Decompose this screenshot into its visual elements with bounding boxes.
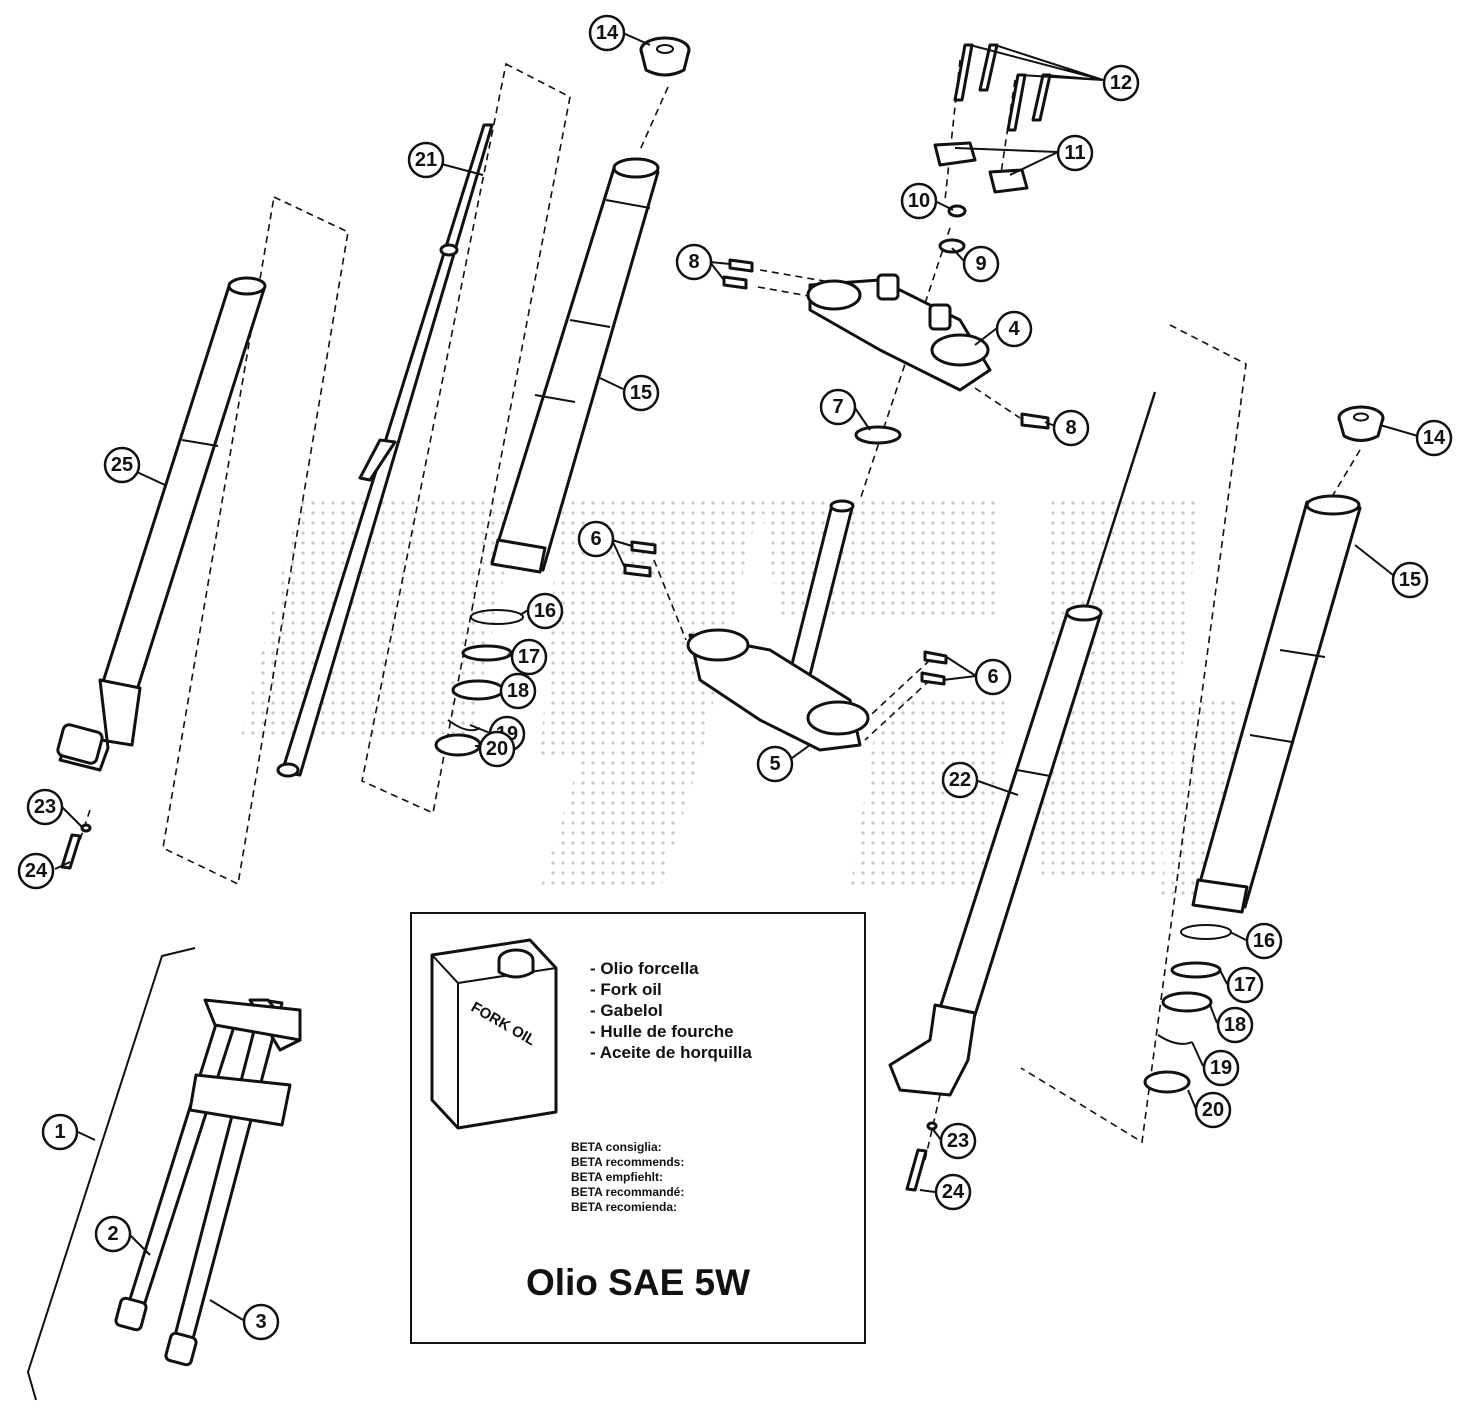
svg-text:16: 16 [1253,930,1275,952]
svg-text:16: 16 [534,600,556,622]
callout-23-left: 23 [26,788,64,826]
svg-text:9: 9 [975,253,986,275]
recommend-line: BETA recommandé: [571,1185,685,1199]
svg-text:20: 20 [486,738,508,760]
language-line: Hulle de fourche [590,1021,752,1042]
oil-can-illustration: FORK OIL [430,938,558,1130]
svg-text:1: 1 [54,1121,65,1143]
callout-10: 10 [900,182,938,220]
oil-specification: Olio SAE 5W [525,1262,751,1303]
svg-text:15: 15 [1399,569,1421,591]
svg-text:21: 21 [415,149,437,171]
fork-leg-right [888,391,1157,1097]
svg-text:23: 23 [34,796,56,818]
svg-text:18: 18 [507,680,529,702]
callout-14-top: 14 [588,14,626,52]
fork-cap-top-left [639,36,691,77]
language-line: Olio forcella [590,958,752,979]
lower-triple-clamp [686,499,870,752]
callout-17-right: 17 [1226,966,1264,1004]
svg-text:18: 18 [1224,1014,1246,1036]
callout-24-left: 24 [17,852,55,890]
svg-text:25: 25 [111,454,133,476]
fork-cap-right [1337,405,1385,442]
svg-text:24: 24 [25,860,48,882]
callout-6-left: 6 [577,520,615,558]
language-line: Gabelol [590,1000,752,1021]
svg-text:24: 24 [942,1181,965,1203]
callout-7: 7 [819,388,857,426]
callout-16-right: 16 [1245,922,1283,960]
fork-oil-info-box [410,912,866,1344]
svg-text:22: 22 [949,769,971,791]
callout-11: 11 [1056,134,1094,172]
svg-text:6: 6 [590,528,601,550]
outer-tube-left [490,157,660,574]
callout-8-top: 8 [675,243,713,281]
svg-text:3: 3 [255,1311,266,1333]
svg-text:15: 15 [630,382,652,404]
svg-text:12: 12 [1110,72,1132,94]
outer-tube-right [1191,494,1362,914]
callout-22: 22 [941,761,979,799]
svg-text:11: 11 [1064,142,1085,164]
recommend-line: BETA empfiehlt: [571,1170,663,1184]
seal-stack-right [1143,924,1232,1094]
callout-20-left: 20 [478,730,516,768]
assembly-outline [26,947,196,1401]
svg-text:8: 8 [1065,417,1076,439]
dashed-frames [79,59,1361,1161]
svg-text:14: 14 [1423,427,1446,449]
callout-18-left: 18 [499,672,537,710]
recommend-line: BETA consiglia: [571,1140,662,1154]
damper-rod [276,123,494,778]
svg-text:6: 6 [987,666,998,688]
svg-text:2: 2 [107,1223,118,1245]
callout-17-left: 17 [510,638,548,676]
svg-text:17: 17 [518,646,540,668]
svg-text:19: 19 [1210,1057,1232,1079]
callout-12: 12 [1102,64,1140,102]
svg-text:5: 5 [769,753,780,775]
svg-text:8: 8 [688,251,699,273]
leader-lines [54,32,1419,1321]
callout-18-right: 18 [1216,1006,1254,1044]
callout-21: 21 [407,141,445,179]
callout-2: 2 [94,1215,132,1253]
svg-text:4: 4 [1008,318,1020,340]
svg-text:20: 20 [1202,1099,1224,1121]
callout-3: 3 [242,1303,280,1341]
recommend-line: BETA recomienda: [571,1200,678,1214]
callout-8-right: 8 [1052,409,1090,447]
callout-23-right: 23 [939,1122,977,1160]
svg-text:23: 23 [947,1130,969,1152]
svg-text:10: 10 [908,190,930,212]
callout-6-right: 6 [974,658,1012,696]
upper-triple-clamp [806,273,992,392]
callout-9: 9 [962,245,1000,283]
callout-1: 1 [41,1113,79,1151]
fork-leg-left [56,276,267,772]
callout-4: 4 [995,310,1033,348]
recommend-line: BETA recommends: [571,1155,685,1169]
svg-text:14: 14 [596,22,619,44]
callout-20-right: 20 [1194,1091,1232,1129]
callout-19-right: 19 [1202,1049,1240,1087]
callout-15-right: 15 [1391,561,1429,599]
assembled-fork [114,998,302,1367]
callout-14-right: 14 [1415,419,1453,457]
language-line: Aceite de horquilla [590,1042,752,1063]
fork-oil-languages: Olio forcella Fork oil Gabelol Hulle de … [590,958,752,1063]
beta-recommends-lines: BETA consiglia: BETA recommends: BETA em… [571,1140,684,1215]
callout-16-left: 16 [526,592,564,630]
callout-15-left: 15 [622,374,660,412]
svg-text:17: 17 [1234,974,1256,996]
language-line: Fork oil [590,979,752,1000]
svg-text:7: 7 [832,396,843,418]
callout-5: 5 [756,745,794,783]
callout-24-right: 24 [934,1173,972,1211]
callout-25: 25 [103,446,141,484]
